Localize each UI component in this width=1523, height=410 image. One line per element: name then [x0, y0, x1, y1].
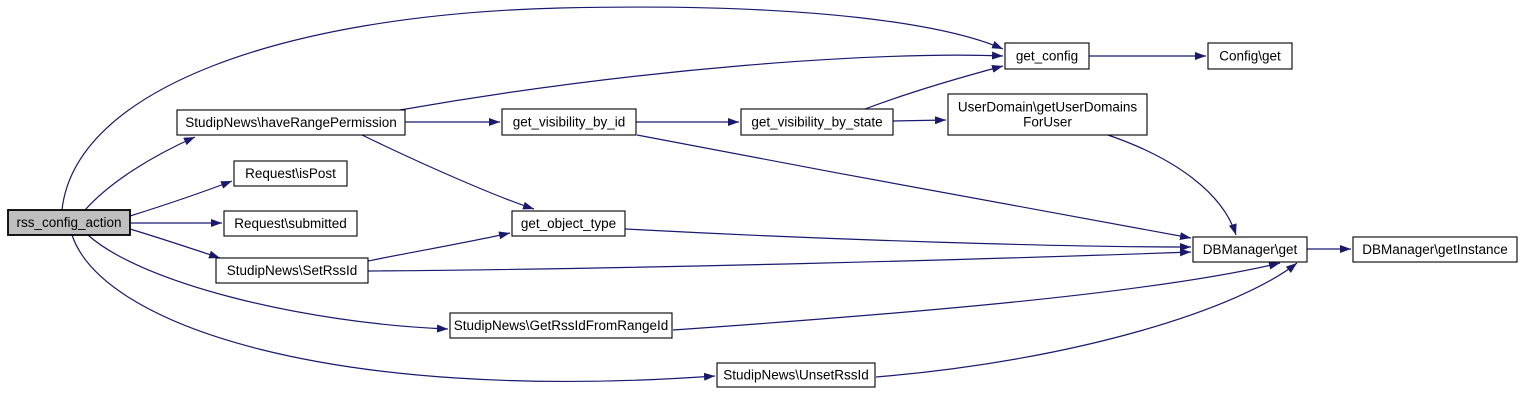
- node-label-line: get_object_type: [521, 216, 616, 231]
- edge-rss_config_action-to-isPost: [129, 180, 233, 217]
- node-box-GetRssIdFromRangeId: [449, 312, 673, 339]
- node-box-get_visibility_by_id: [501, 108, 637, 136]
- node-DBManager_getInstance[interactable]: DBManager\getInstance: [1352, 236, 1518, 263]
- node-box-Config_get: [1207, 42, 1293, 70]
- node-get_visibility_by_state[interactable]: get_visibility_by_state: [740, 108, 894, 136]
- node-label-line: Request\isPost: [245, 166, 336, 181]
- node-label-line: StudipNews\SetRssId: [227, 263, 358, 278]
- node-label-line: DBManager\get: [1203, 242, 1298, 257]
- edge-rss_config_action-to-UnsetRssId: [71, 234, 716, 382]
- edge-get_visibility_by_id-to-DBManager_get: [636, 134, 1192, 241]
- node-get_config[interactable]: get_config: [1004, 42, 1090, 70]
- node-box-get_visibility_by_state: [740, 108, 894, 136]
- edge-rss_config_action-to-haveRangePermission: [84, 136, 196, 211]
- node-label-get_visibility_by_id: get_visibility_by_id: [513, 115, 626, 130]
- edge-rss_config_action-to-GetRssIdFromRangeId: [87, 234, 449, 333]
- node-label-line: ForUser: [1023, 115, 1072, 130]
- node-SetRssId[interactable]: StudipNews\SetRssId: [215, 257, 369, 284]
- node-label-get_visibility_by_state: get_visibility_by_state: [751, 115, 882, 130]
- edge-getUserDomainsForUser-to-DBManager_get: [1107, 134, 1237, 236]
- node-label-Config_get: Config\get: [1219, 49, 1281, 64]
- node-box-DBManager_get: [1192, 236, 1308, 263]
- node-get_object_type[interactable]: get_object_type: [511, 210, 626, 237]
- node-label-SetRssId: StudipNews\SetRssId: [227, 263, 358, 278]
- node-UnsetRssId[interactable]: StudipNews\UnsetRssId: [716, 362, 876, 388]
- node-label-line: StudipNews\haveRangePermission: [185, 115, 397, 130]
- edge-SetRssId-to-get_object_type: [367, 231, 511, 262]
- node-get_visibility_by_id[interactable]: get_visibility_by_id: [501, 108, 637, 136]
- node-DBManager_get[interactable]: DBManager\get: [1192, 236, 1308, 263]
- edge-get_visibility_by_state-to-get_config: [864, 64, 1004, 110]
- node-label-line: get_visibility_by_state: [751, 115, 882, 130]
- node-label-DBManager_getInstance: DBManager\getInstance: [1362, 242, 1508, 257]
- node-box-rss_config_action: [7, 209, 131, 236]
- node-label-rss_config_action: rss_config_action: [16, 215, 121, 230]
- node-rss_config_action[interactable]: rss_config_action: [7, 209, 131, 236]
- node-label-isPost: Request\isPost: [245, 166, 336, 181]
- node-label-line: StudipNews\GetRssIdFromRangeId: [454, 318, 669, 333]
- node-label-line: get_visibility_by_id: [513, 115, 626, 130]
- edge-get_object_type-to-DBManager_get: [624, 228, 1192, 251]
- node-label-line: get_config: [1016, 49, 1078, 64]
- node-label-get_object_type: get_object_type: [521, 216, 616, 231]
- node-isPost[interactable]: Request\isPost: [233, 160, 348, 187]
- edge-SetRssId-to-DBManager_get: [367, 248, 1192, 272]
- node-box-DBManager_getInstance: [1352, 236, 1518, 263]
- node-box-get_config: [1004, 42, 1090, 70]
- node-box-submitted: [223, 210, 358, 237]
- node-label-line: Request\submitted: [234, 216, 347, 231]
- node-label-get_config: get_config: [1016, 49, 1078, 64]
- node-box-get_object_type: [511, 210, 626, 237]
- edge-rss_config_action-to-SetRssId: [129, 228, 221, 259]
- node-label-UnsetRssId: StudipNews\UnsetRssId: [723, 368, 869, 383]
- node-GetRssIdFromRangeId[interactable]: StudipNews\GetRssIdFromRangeId: [449, 312, 673, 339]
- node-Config_get[interactable]: Config\get: [1207, 42, 1293, 70]
- node-box-SetRssId: [215, 257, 369, 284]
- node-label-line: rss_config_action: [16, 215, 121, 230]
- edge-rss_config_action-to-get_config: [61, 6, 1004, 211]
- node-label-submitted: Request\submitted: [234, 216, 347, 231]
- edge-get_visibility_by_state-to-getUserDomainsForUser: [892, 116, 947, 125]
- node-box-isPost: [233, 160, 348, 187]
- node-submitted[interactable]: Request\submitted: [223, 210, 358, 237]
- node-label-DBManager_get: DBManager\get: [1203, 242, 1298, 257]
- edge-GetRssIdFromRangeId-to-DBManager_get: [672, 261, 1281, 331]
- edge-haveRangePermission-to-get_object_type: [361, 134, 535, 210]
- node-label-line: DBManager\getInstance: [1362, 242, 1508, 257]
- edge-UnsetRssId-to-DBManager_get: [875, 262, 1298, 378]
- node-label-GetRssIdFromRangeId: StudipNews\GetRssIdFromRangeId: [454, 318, 669, 333]
- node-box-getUserDomainsForUser: [947, 93, 1148, 136]
- node-label-line: UserDomain\getUserDomains: [958, 100, 1138, 115]
- edge-haveRangePermission-to-get_config: [399, 51, 1004, 111]
- node-label-line: Config\get: [1219, 49, 1281, 64]
- node-box-haveRangePermission: [176, 109, 406, 136]
- node-label-haveRangePermission: StudipNews\haveRangePermission: [185, 115, 397, 130]
- node-label-line: StudipNews\UnsetRssId: [723, 368, 869, 383]
- node-box-UnsetRssId: [716, 362, 876, 388]
- node-haveRangePermission[interactable]: StudipNews\haveRangePermission: [176, 109, 406, 136]
